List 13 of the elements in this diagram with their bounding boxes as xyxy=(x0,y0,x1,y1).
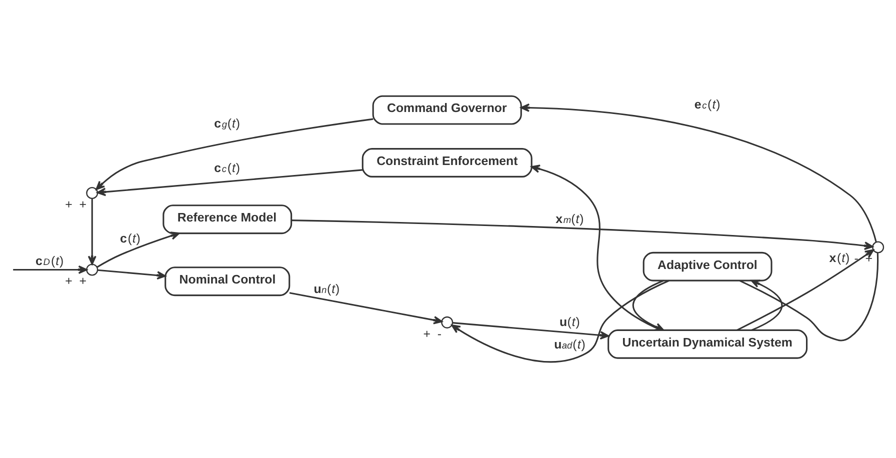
node-label: + + xyxy=(65,274,87,288)
node-label: + - xyxy=(423,326,442,341)
edge-label: x(t) xyxy=(829,250,850,265)
edge-label: c(t) xyxy=(120,231,140,246)
edge-label: cg(t) xyxy=(214,116,240,131)
edge-label: cc(t) xyxy=(214,160,240,175)
edge-label: cD(t) xyxy=(36,254,64,268)
edge-label: un(t) xyxy=(314,282,340,296)
edge-label: ec(t) xyxy=(694,97,720,112)
edge-label: u(t) xyxy=(560,315,580,330)
edge-label: xm(t) xyxy=(556,212,584,226)
node-label: + + xyxy=(65,197,87,212)
edge-label: uad(t) xyxy=(554,338,586,352)
